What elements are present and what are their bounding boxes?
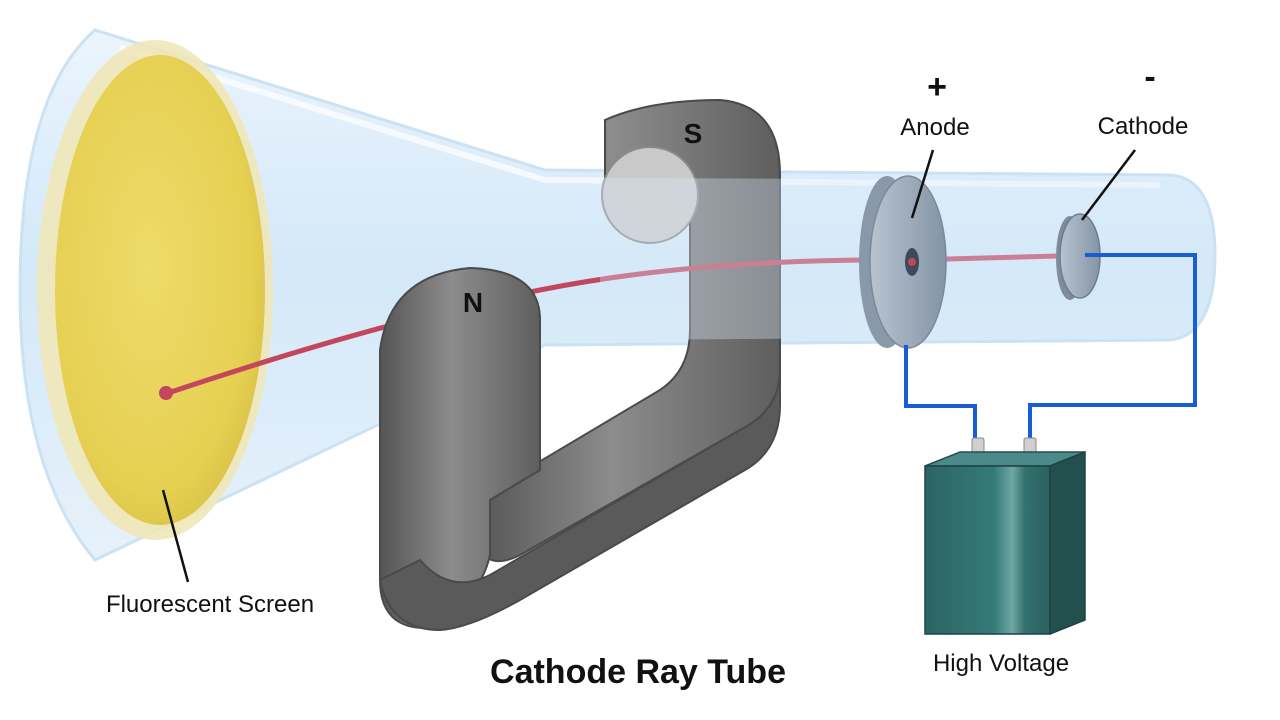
cathode-electrode — [1056, 213, 1101, 300]
circuit-wires — [904, 253, 1197, 440]
diagram-title: Cathode Ray Tube — [490, 653, 786, 691]
cathode-leader-line — [1081, 149, 1136, 221]
anode-leader-line — [910, 149, 935, 219]
high-voltage-label: High Voltage — [933, 650, 1069, 677]
magnet-north-arm — [378, 266, 781, 632]
magnet-south-arm — [474, 98, 781, 563]
magnet-south-label: S — [684, 118, 703, 149]
anode-sign: + — [927, 68, 947, 106]
magnet-north-label: N — [463, 287, 483, 318]
screen-leader-line — [161, 489, 190, 583]
beam-impact-spot — [159, 386, 173, 400]
fluorescent-screen-label: Fluorescent Screen — [106, 591, 314, 618]
fluorescent-screen — [37, 40, 273, 540]
high-voltage-battery — [924, 437, 1086, 636]
anode-label: Anode — [900, 114, 969, 141]
glass-tube — [18, 28, 1217, 562]
cathode-sign: - — [1144, 58, 1155, 96]
cathode-label: Cathode — [1098, 113, 1189, 140]
electron-beam — [165, 253, 1061, 396]
anode-electrode — [859, 175, 947, 349]
